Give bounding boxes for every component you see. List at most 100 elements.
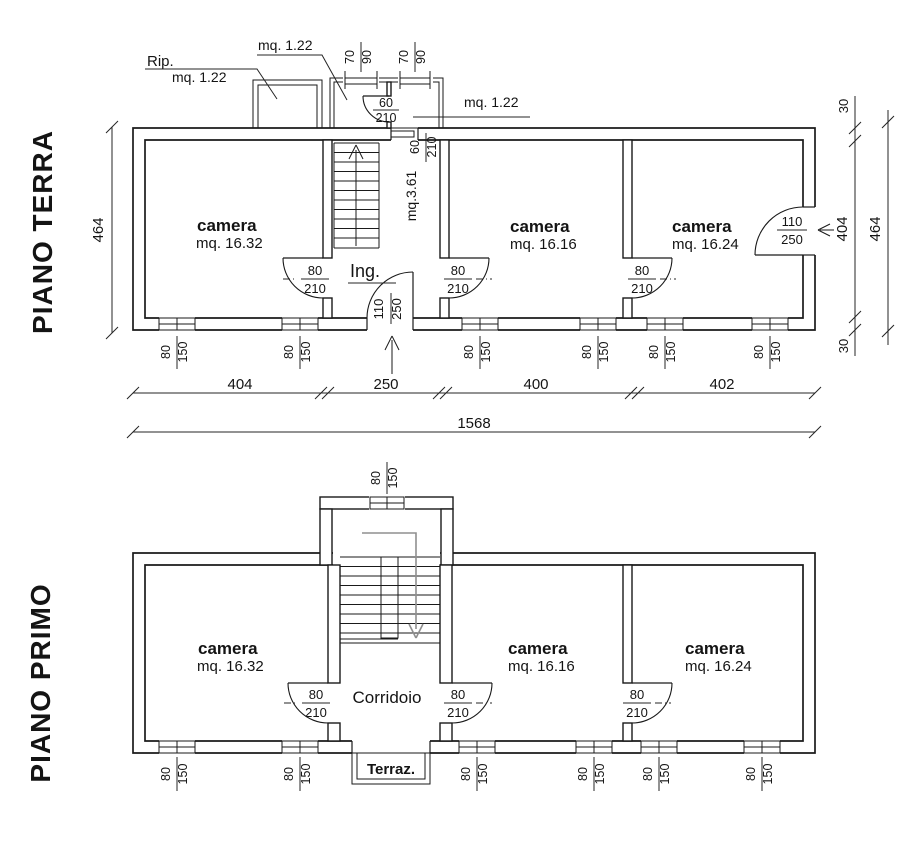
svg-text:150: 150	[658, 764, 672, 785]
svg-text:150: 150	[299, 342, 313, 363]
window-size-label: 80 150	[647, 336, 678, 369]
vestibule-left-leader	[257, 54, 348, 101]
stairs-up-arrow	[348, 144, 364, 246]
room-area: mq. 16.32	[197, 658, 264, 675]
room-label: camera	[198, 639, 258, 658]
window	[743, 740, 781, 754]
svg-text:210: 210	[376, 111, 397, 125]
room-label: camera	[508, 639, 568, 658]
rip-label: Rip.	[147, 53, 174, 70]
svg-text:150: 150	[476, 764, 490, 785]
window	[281, 317, 319, 331]
corridor-label: Corridoio	[353, 688, 422, 707]
gf-stairs	[333, 142, 380, 249]
window	[458, 740, 496, 754]
svg-text:80: 80	[576, 767, 590, 781]
ff-labels: Corridoio camera mq. 16.32 camera mq. 16…	[159, 462, 775, 791]
window	[369, 496, 405, 510]
svg-text:210: 210	[304, 281, 326, 296]
svg-text:150: 150	[597, 342, 611, 363]
gf-door-camera1	[282, 257, 324, 299]
window	[751, 317, 789, 331]
gf-vestibule-rooms	[329, 71, 444, 138]
window-size-label: 80 150	[282, 336, 313, 369]
svg-text:150: 150	[761, 764, 775, 785]
rip-area-label: mq. 1.22	[172, 69, 227, 85]
room-area: mq. 16.24	[672, 236, 739, 253]
ground-floor-title: PIANO TERRA	[27, 130, 58, 334]
svg-text:80: 80	[159, 767, 173, 781]
svg-text:150: 150	[176, 764, 190, 785]
svg-text:80: 80	[580, 345, 594, 359]
svg-text:60: 60	[408, 140, 422, 154]
svg-text:80: 80	[309, 687, 323, 702]
window	[158, 317, 196, 331]
svg-text:70: 70	[397, 50, 411, 64]
door-size-label: 60 210	[408, 133, 439, 162]
window-size-label: 80 150	[462, 336, 493, 369]
gf-vestibule-door	[362, 95, 390, 123]
gf-door-jambs	[366, 128, 815, 330]
rip-leader	[145, 68, 278, 100]
room-area: mq. 16.16	[508, 658, 575, 675]
svg-text:80: 80	[451, 687, 465, 702]
svg-text:80: 80	[159, 345, 173, 359]
svg-text:80: 80	[451, 263, 465, 278]
gf-labels: Rip. mq. 1.22 mq. 1.22 mq. 1.22 mq.3.61 …	[145, 37, 807, 324]
svg-text:80: 80	[630, 687, 644, 702]
gf-windows	[158, 317, 789, 331]
svg-text:70: 70	[343, 50, 357, 64]
window-size-label: 80 150	[744, 757, 775, 791]
window-size-label: 80 150	[159, 336, 190, 369]
dim-wall: 30	[836, 99, 851, 113]
window	[399, 71, 431, 89]
gf-side-door	[754, 206, 804, 256]
svg-text:80: 80	[308, 263, 322, 278]
gf-partitions	[322, 139, 633, 319]
window-size-label: 70 90	[343, 42, 374, 72]
svg-text:80: 80	[282, 767, 296, 781]
gf-entrance-door	[366, 271, 414, 319]
window	[281, 740, 319, 754]
ff-outer-walls	[132, 552, 816, 754]
ground-floor-plan: Rip. mq. 1.22 mq. 1.22 mq. 1.22 mq.3.61 …	[90, 37, 895, 439]
gf-outer-walls	[132, 127, 816, 331]
gf-hall-door-leaf	[390, 130, 415, 138]
svg-text:210: 210	[631, 281, 653, 296]
ff-door-camera1	[287, 682, 329, 724]
ff-windows	[158, 740, 781, 754]
svg-text:210: 210	[626, 705, 648, 720]
room-label: camera	[685, 639, 745, 658]
gf-door-camera3	[631, 257, 673, 299]
door-size-label: 80 210	[283, 263, 329, 296]
window-size-label: 80 150	[580, 336, 611, 369]
window-size-label: 80 150	[369, 462, 400, 494]
gf-dimensions: 464 30 404 30 464 404 250 400 402	[90, 96, 895, 439]
dim-height: 464	[90, 217, 107, 242]
ff-door-camera3	[631, 682, 673, 724]
svg-text:210: 210	[305, 705, 327, 720]
window-size-label: 80 150	[159, 757, 190, 791]
svg-text:60: 60	[379, 96, 393, 110]
ff-partitions	[327, 564, 633, 742]
window	[158, 740, 196, 754]
dim-wall: 30	[836, 339, 851, 353]
window	[344, 71, 378, 89]
door-size-label: 60 210	[373, 96, 399, 125]
door-size-label: 80 210	[444, 263, 492, 296]
window-size-label: 80 150	[641, 757, 672, 791]
ff-door-camera2	[451, 682, 493, 724]
first-floor-title: PIANO PRIMO	[25, 583, 56, 782]
svg-text:150: 150	[386, 468, 400, 489]
gf-entrance-arrow	[384, 335, 400, 374]
svg-text:80: 80	[641, 767, 655, 781]
svg-text:150: 150	[664, 342, 678, 363]
ff-terrace: Terraz.	[351, 752, 431, 785]
dim-segment: 250	[373, 376, 398, 393]
svg-text:80: 80	[744, 767, 758, 781]
svg-text:150: 150	[176, 342, 190, 363]
svg-text:150: 150	[593, 764, 607, 785]
dim-segment: 402	[709, 376, 734, 393]
window	[646, 317, 684, 331]
